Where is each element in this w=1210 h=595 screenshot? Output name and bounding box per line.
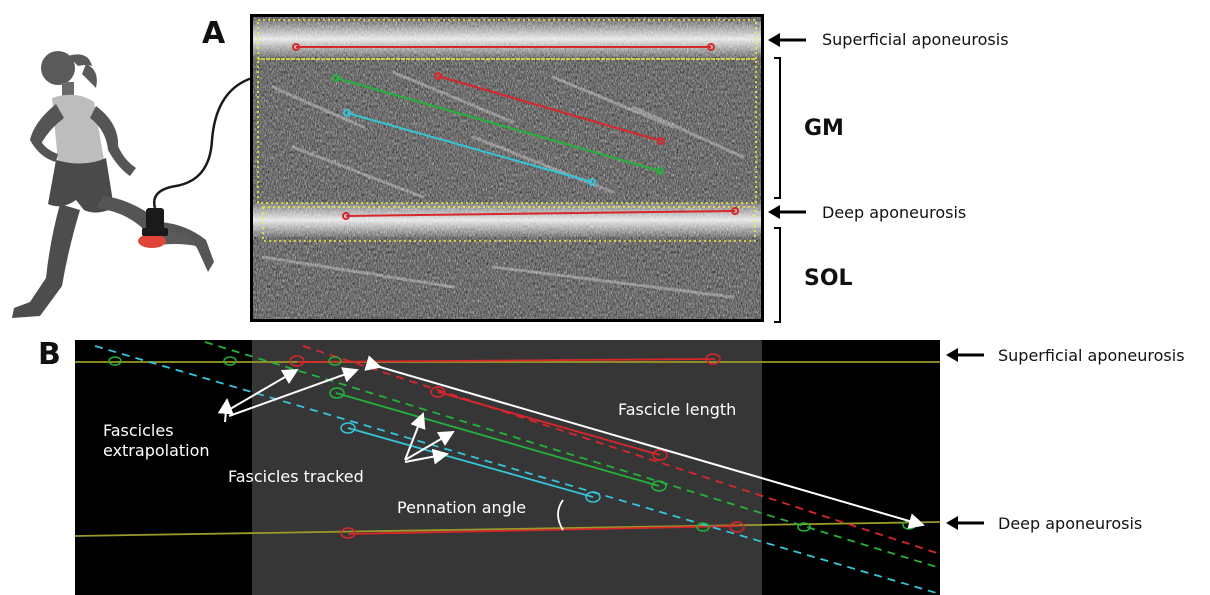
- arrow-extrap-1: [224, 368, 299, 413]
- label-gm: GM: [804, 116, 844, 141]
- marker: [434, 72, 442, 80]
- marker: [329, 387, 345, 399]
- deep-aponeurosis-line: [345, 210, 736, 217]
- arrow-tracked-3: [404, 448, 449, 465]
- label-superficial-aponeurosis-b: Superficial aponeurosis: [998, 346, 1185, 365]
- fascicle-red: [437, 75, 662, 142]
- marker: [707, 43, 715, 51]
- arrow-tracked-1: [404, 412, 426, 461]
- label-fascicle-length: Fascicle length: [618, 400, 737, 419]
- left-arrow-icon: [768, 33, 806, 47]
- marker: [343, 109, 351, 117]
- marker: [328, 356, 342, 366]
- marker: [340, 422, 356, 434]
- marker: [731, 207, 739, 215]
- marker: [289, 355, 305, 367]
- probe-cable: [152, 76, 253, 209]
- label-pennation-angle: Pennation angle: [397, 498, 527, 517]
- label-fascicles-extrapolation: Fascicles extrapolation: [103, 421, 210, 460]
- left-arrow-icon: [946, 348, 984, 362]
- marker: [588, 178, 596, 186]
- marker: [332, 74, 340, 82]
- arrow-extrap-3: [217, 398, 234, 423]
- panel-b-letter: B: [38, 337, 61, 372]
- runner-illustration: [12, 51, 253, 318]
- ultrasound-image-a: [250, 14, 764, 322]
- marker: [342, 212, 350, 220]
- marker: [656, 167, 664, 175]
- angle-arc: [557, 499, 564, 531]
- fascicle-cyan: [346, 112, 593, 183]
- label-superficial-aponeurosis-a: Superficial aponeurosis: [822, 30, 1009, 49]
- marker: [657, 137, 665, 145]
- arrow-extrap-2: [228, 367, 359, 417]
- calf-highlight: [138, 234, 166, 248]
- panel-a-letter: A: [202, 16, 226, 51]
- fascicle-green: [335, 77, 661, 172]
- roi-boxes: [257, 19, 757, 242]
- label-deep-aponeurosis-a: Deep aponeurosis: [822, 203, 967, 222]
- label-deep-aponeurosis-b: Deep aponeurosis: [998, 514, 1143, 533]
- sol-bracket: [774, 227, 781, 323]
- panel-b-annotation-arrows: [946, 348, 984, 530]
- marker: [223, 356, 237, 366]
- schematic-panel-b: [75, 340, 940, 595]
- left-arrow-icon: [768, 205, 806, 219]
- label-sol: SOL: [804, 266, 853, 291]
- ultrasound-probe-icon: [142, 208, 168, 236]
- marker: [292, 43, 300, 51]
- arrow-fascicle-length: [364, 355, 925, 529]
- panel-a-annotation-marks: [768, 33, 806, 323]
- label-fascicles-tracked: Fascicles tracked: [228, 467, 364, 486]
- marker: [340, 527, 356, 539]
- gm-bracket: [774, 57, 781, 199]
- left-arrow-icon: [946, 516, 984, 530]
- arrow-tracked-2: [404, 430, 455, 461]
- marker: [108, 356, 122, 366]
